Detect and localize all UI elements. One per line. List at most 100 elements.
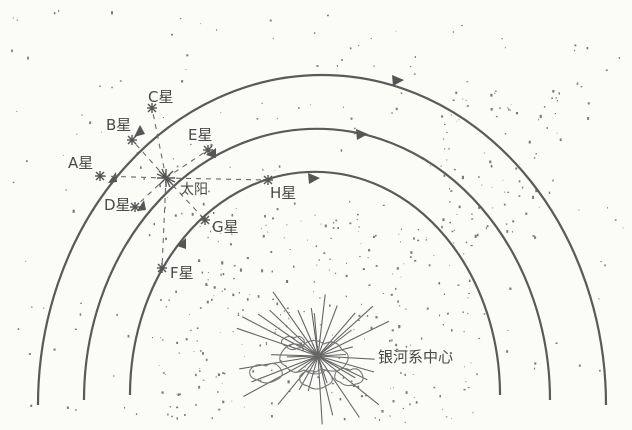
star-dot [26, 160, 28, 163]
star-dot [398, 233, 400, 235]
center-ray [317, 312, 356, 357]
star-dot [265, 343, 268, 345]
star-dot [453, 242, 455, 244]
center-ray [317, 320, 390, 357]
star-dot [176, 406, 179, 409]
star-dot [375, 265, 378, 267]
star-dot [481, 184, 483, 186]
star-dot [164, 206, 166, 209]
star-dot [176, 393, 178, 395]
star-dot [528, 140, 531, 144]
star-dot [238, 292, 240, 294]
star-dot [580, 86, 583, 88]
star-dot [224, 288, 226, 291]
center-ray [317, 305, 374, 357]
star-dot [223, 372, 226, 375]
star-dot [403, 263, 405, 265]
star-dot [467, 387, 470, 389]
center-ray [269, 309, 319, 357]
star-dot [219, 332, 221, 333]
star-dot [400, 241, 401, 243]
star-dot [159, 185, 161, 188]
star-dot [221, 261, 224, 265]
star-dot [329, 304, 331, 307]
star-dot [28, 353, 31, 355]
star-dot [79, 313, 82, 316]
star-dot [457, 284, 460, 286]
star-dot [196, 327, 199, 330]
star-dot [99, 85, 101, 87]
star-dot [220, 273, 222, 276]
star-dot [331, 382, 334, 385]
star-dot [113, 375, 115, 377]
star-dot [199, 225, 201, 227]
star-dot [207, 236, 209, 239]
star-dot [404, 421, 406, 423]
star-dot [173, 158, 174, 160]
star-dot [288, 317, 290, 320]
star-dot [286, 280, 289, 283]
star-dot [428, 264, 431, 267]
star-dot [478, 337, 481, 340]
center-ray [317, 355, 375, 360]
star-dot [313, 281, 316, 283]
star-dot [494, 92, 496, 94]
star-dot [456, 120, 458, 122]
star-dot [237, 314, 240, 317]
star-dot [135, 413, 138, 415]
star-dot [507, 107, 509, 109]
star-dot [367, 257, 369, 259]
star-dot [510, 104, 512, 105]
star-dot [410, 344, 411, 346]
star-dot [218, 408, 221, 411]
star-dot [444, 123, 446, 126]
star-dot [505, 223, 508, 225]
label-galactic-center: 银河系中心 [378, 348, 453, 366]
star-dot [345, 295, 347, 298]
star-dot [358, 314, 361, 317]
star-dot [555, 97, 557, 99]
star-dot [329, 258, 331, 260]
star-dot [532, 235, 535, 237]
star-dot [195, 373, 197, 377]
star-dot [519, 163, 521, 165]
star-dot [119, 80, 122, 82]
star-dot [31, 306, 33, 308]
star-dot [152, 337, 153, 339]
label-star-h: H星 [270, 184, 296, 202]
star-dot [217, 241, 219, 243]
star-dot [167, 197, 169, 198]
star-dot [410, 251, 413, 254]
star-dot [65, 189, 67, 191]
star-dot [265, 224, 267, 226]
star-dot [335, 272, 337, 275]
star-dot [188, 314, 190, 315]
star-dot [276, 208, 279, 211]
star-e-marker [203, 145, 213, 155]
star-dot [534, 236, 537, 239]
inner-orbit [128, 170, 502, 396]
star-dot [440, 165, 442, 167]
star-dot [358, 45, 360, 47]
label-star-b: B星 [106, 116, 131, 134]
star-dot [274, 169, 276, 171]
star-dot [217, 373, 220, 377]
star-dot [118, 198, 120, 200]
star-dot [412, 374, 414, 375]
star-dot [205, 283, 208, 286]
star-g-marker [200, 215, 210, 225]
star-dot [327, 14, 329, 17]
star-dot [395, 343, 398, 347]
star-dot [316, 264, 318, 266]
label-star-c: C星 [148, 88, 173, 106]
star-dot [265, 342, 267, 344]
center-ray [277, 355, 319, 406]
star-dot [211, 298, 213, 301]
star-dot [558, 92, 560, 95]
star-dot [358, 319, 360, 322]
star-dot [442, 408, 443, 410]
star-dot [441, 225, 443, 229]
star-f-marker [157, 263, 167, 273]
star-dot [357, 385, 360, 389]
star-dot [262, 168, 264, 171]
